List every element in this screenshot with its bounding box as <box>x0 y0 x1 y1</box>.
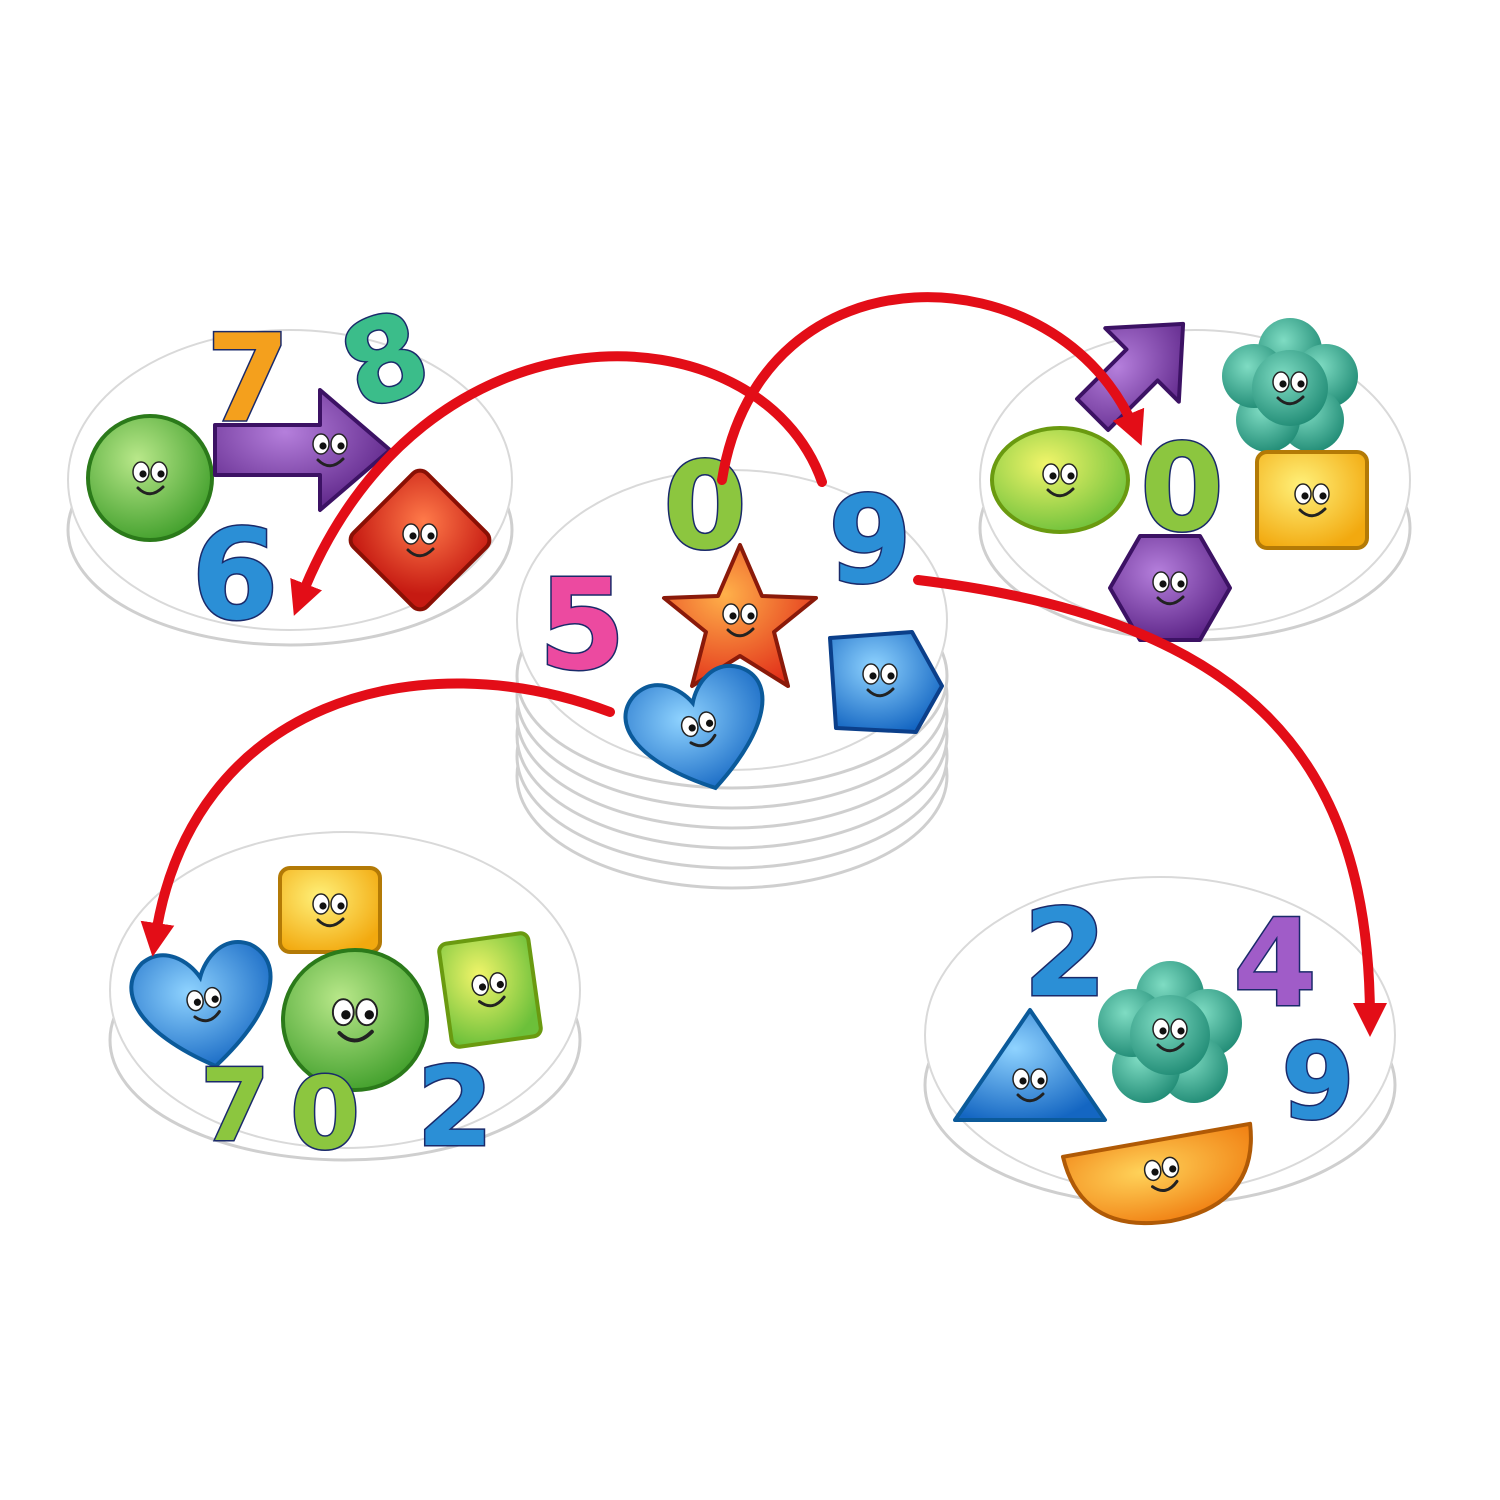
number-five-icon: 5 <box>539 553 626 698</box>
pentagon-shape-icon <box>828 630 944 734</box>
rectangle-shape-icon <box>437 931 543 1049</box>
hexagon-shape-icon <box>1108 534 1232 642</box>
center-card-symbols: 0 9 5 <box>537 437 944 791</box>
number-zero-icon: 0 <box>290 1055 360 1172</box>
square-shape-icon <box>1255 450 1369 550</box>
number-two-icon: 2 <box>1023 885 1107 1024</box>
arrow-to-top-right <box>717 292 1145 485</box>
arrow-to-bottom-right <box>913 575 1387 1037</box>
heart-shape-icon <box>129 940 273 1069</box>
flower-shape-icon <box>1098 961 1242 1103</box>
number-four-icon: 4 <box>1233 895 1317 1034</box>
diamond-shape-icon <box>348 468 492 612</box>
arrow-to-top-left <box>290 351 827 616</box>
number-seven-icon: 7 <box>200 1047 270 1164</box>
circle-shape-icon <box>86 414 214 542</box>
square-shape-icon <box>278 866 382 954</box>
arrow-shape-icon <box>213 388 392 512</box>
number-zero-icon: 0 <box>663 438 747 577</box>
oval-shape-icon <box>990 426 1130 534</box>
number-nine-icon: 9 <box>1281 1021 1354 1143</box>
match-arrows <box>140 292 1387 1037</box>
triangle-shape-icon <box>953 1008 1107 1122</box>
star-shape-icon <box>662 543 818 688</box>
half-circle-shape-icon <box>1060 1121 1253 1226</box>
number-nine-icon: 9 <box>828 472 912 611</box>
arrow-to-bottom-left <box>140 678 615 957</box>
number-six-icon: 6 <box>192 503 279 648</box>
top-right-card-symbols: 0 <box>990 318 1369 642</box>
bottom-right-card-symbols: 2 4 9 <box>953 884 1356 1226</box>
flower-shape-icon <box>1222 318 1358 452</box>
circle-shape-icon <box>281 948 429 1092</box>
number-two-icon: 2 <box>417 1043 494 1171</box>
top-left-card-symbols: 7 8 6 <box>86 283 492 650</box>
heart-shape-icon <box>623 663 765 791</box>
bottom-left-card-symbols: 7 0 2 <box>129 866 543 1174</box>
